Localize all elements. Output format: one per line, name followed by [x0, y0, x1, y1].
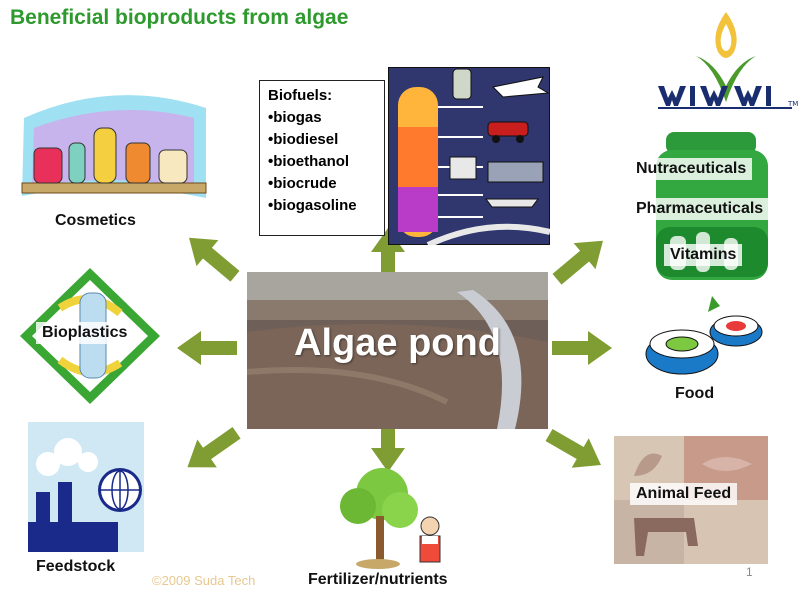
fertilizer-illustration: [340, 468, 441, 569]
label-animal-feed: Animal Feed: [630, 483, 738, 505]
biofuel-item: bioethanol: [268, 151, 376, 173]
label-nutraceuticals: Nutraceuticals: [630, 158, 753, 180]
slide-title: Beneficial bioproducts from algae: [10, 6, 349, 29]
cosmetics-illustration: [21, 95, 207, 198]
label-pharmaceuticals: Pharmaceuticals: [630, 198, 770, 220]
label-bioplastics: Bioplastics: [36, 322, 134, 344]
feedstock-illustration: [28, 422, 144, 552]
label-fertilizer: Fertilizer/nutrients: [308, 571, 448, 588]
arrow-left: [177, 331, 237, 365]
food-illustration: [645, 296, 763, 375]
copyright-footer: ©2009 Suda Tech: [152, 573, 256, 588]
arrow-lower-right: [540, 420, 610, 480]
biofuels-box: Biofuels: biogas biodiesel bioethanol bi…: [259, 80, 385, 236]
arrow-right: [552, 331, 612, 365]
biofuels-illustration: [388, 67, 550, 245]
arrow-lower-left: [177, 418, 247, 482]
biofuels-list: biogas biodiesel bioethanol biocrude bio…: [268, 107, 376, 217]
page-number: 1: [746, 565, 753, 579]
label-food: Food: [675, 385, 715, 402]
arrow-upper-right: [546, 227, 614, 293]
logo-tm: TM: [787, 100, 798, 108]
animal-feed-illustration: [614, 436, 768, 564]
company-logo: TM: [658, 12, 798, 109]
center-label: Algae pond: [294, 322, 501, 364]
label-feedstock: Feedstock: [36, 558, 116, 575]
biofuel-item: biogas: [268, 107, 376, 129]
label-cosmetics: Cosmetics: [55, 212, 136, 229]
algae-pond-photo: Algae pond: [247, 272, 548, 429]
biofuel-item: biodiesel: [268, 129, 376, 151]
biofuels-heading: Biofuels:: [268, 87, 333, 104]
biofuel-item: biogasoline: [268, 195, 376, 217]
label-vitamins: Vitamins: [664, 244, 743, 266]
arrow-upper-left: [178, 224, 246, 290]
biofuel-item: biocrude: [268, 173, 376, 195]
